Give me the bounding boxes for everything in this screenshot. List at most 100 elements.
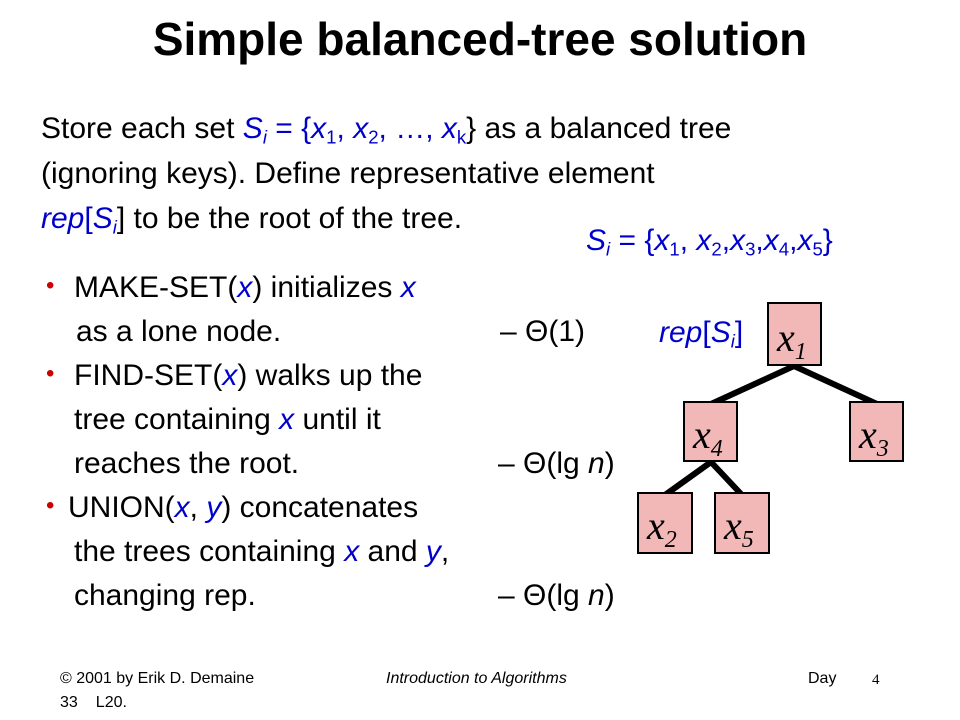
text-run: ) concatenates <box>221 491 419 524</box>
var-x: x <box>344 535 360 568</box>
node-box <box>683 401 738 462</box>
bracket: ] <box>734 316 744 349</box>
page-number: 4 <box>872 672 880 688</box>
separator: , <box>721 224 731 257</box>
node-x3: x3 <box>849 401 904 462</box>
bullet-text: tree containing x until it <box>74 398 381 442</box>
node-var: x <box>692 412 711 457</box>
element-symbol: x <box>797 224 813 257</box>
footer-lecture: L20. <box>95 694 127 711</box>
cost-make-set: – Θ(1) <box>500 315 586 348</box>
set-brace: } <box>822 224 833 257</box>
var-x: x <box>279 403 295 436</box>
node-var: x <box>858 412 877 457</box>
node-box <box>767 302 822 366</box>
var-x: x <box>400 271 416 304</box>
text-run: , <box>189 491 207 524</box>
element-symbol: x <box>311 112 327 145</box>
rep-notation: rep[Si <box>41 202 117 238</box>
intro-text: } as a balanced tree <box>466 112 732 145</box>
node-var: x <box>646 503 665 548</box>
var-x: x <box>237 271 253 304</box>
intro-paragraph: Store each set Si = {x1, x2, …, xk} as a… <box>41 106 921 241</box>
bracket: [ <box>702 316 711 349</box>
node-index: 2 <box>665 527 677 553</box>
footer-line-2: 33 L20. <box>60 691 900 715</box>
text-run: ) <box>604 579 615 612</box>
bullet-text: the trees containing x and y, <box>74 530 449 574</box>
element-symbol: x <box>696 224 712 257</box>
rep-word: rep <box>659 316 703 349</box>
bullet-text: changing rep. <box>74 579 256 612</box>
text-run: tree containing <box>74 403 280 436</box>
rep-label: rep[Si] <box>659 316 743 350</box>
node-index: 4 <box>711 436 723 462</box>
set-index: i <box>262 126 267 148</box>
element-index: 5 <box>812 238 823 260</box>
edge-x4-x5 <box>708 459 745 498</box>
text-run: MAKE-SET( <box>74 271 238 304</box>
separator: , <box>679 224 697 257</box>
element-index: 2 <box>368 126 379 148</box>
intro-line-3: rep[Si] to be the root of the tree. <box>41 196 921 241</box>
node-label: x5 <box>723 503 754 553</box>
node-label: x4 <box>692 412 723 462</box>
element-symbol: x <box>730 224 746 257</box>
set-symbol: S <box>92 202 113 235</box>
text-run: – Θ(lg <box>498 447 589 480</box>
node-x4: x4 <box>683 401 738 462</box>
intro-line-1: Store each set Si = {x1, x2, …, xk} as a… <box>41 106 921 151</box>
separator: , <box>755 224 764 257</box>
node-box <box>714 492 770 554</box>
element-index: 2 <box>711 238 722 260</box>
set-index: i <box>112 216 117 238</box>
node-box <box>849 401 904 462</box>
element-symbol: x <box>441 112 457 145</box>
node-index: 3 <box>876 436 889 462</box>
node-x1: x1 <box>767 302 822 366</box>
text-run: UNION( <box>68 491 175 524</box>
set-symbol: S <box>586 224 607 257</box>
node-index: 5 <box>742 527 754 553</box>
edge-x4-x2 <box>663 459 713 498</box>
text-run: – Θ(lg <box>498 579 589 612</box>
footer-day-number: 33 <box>60 694 78 711</box>
text-run: and <box>359 535 426 568</box>
node-label: x2 <box>646 503 677 553</box>
set-symbol: S <box>242 112 263 145</box>
edge-x1-x3 <box>792 363 879 407</box>
edge-x1-x4 <box>709 363 796 407</box>
element-symbol: x <box>353 112 369 145</box>
text-run: the trees containing <box>74 535 345 568</box>
bullet-text: reaches the root. <box>74 447 300 480</box>
tree-edges <box>663 363 879 498</box>
var-x: x <box>222 359 238 392</box>
set-index: i <box>606 238 611 260</box>
node-var: x <box>723 503 742 548</box>
text-run: ) initializes <box>252 271 401 304</box>
var-x: x <box>174 491 190 524</box>
bullet-text: MAKE-SET(x) initializes x <box>74 266 416 310</box>
bullet-text: FIND-SET(x) walks up the <box>74 354 422 398</box>
text-run: until it <box>294 403 381 436</box>
footer-copyright: © 2001 by Erik D. Demaine <box>60 670 255 687</box>
cost-union: – Θ(lg n) <box>498 574 615 618</box>
slide-title: Simple balanced-tree solution <box>152 13 808 65</box>
separator: , <box>789 224 798 257</box>
node-box <box>637 492 693 554</box>
var-y: y <box>206 491 222 524</box>
intro-line-2: (ignoring keys). Define representative e… <box>41 157 655 190</box>
node-label: x3 <box>858 412 889 462</box>
node-var: x <box>776 315 795 360</box>
element-index: 4 <box>778 238 790 260</box>
set-definition: Si = {x1, x2,x3,x4,x5} <box>586 224 833 258</box>
footer-day: Day <box>808 670 837 687</box>
text-run: ) <box>604 447 615 480</box>
bullet-text: UNION(x, y) concatenates <box>68 486 418 530</box>
element-index: 1 <box>326 126 337 148</box>
separator: , <box>336 112 354 145</box>
node-index: 1 <box>795 339 807 365</box>
text-run: FIND-SET( <box>74 359 223 392</box>
node-x2: x2 <box>637 492 693 554</box>
